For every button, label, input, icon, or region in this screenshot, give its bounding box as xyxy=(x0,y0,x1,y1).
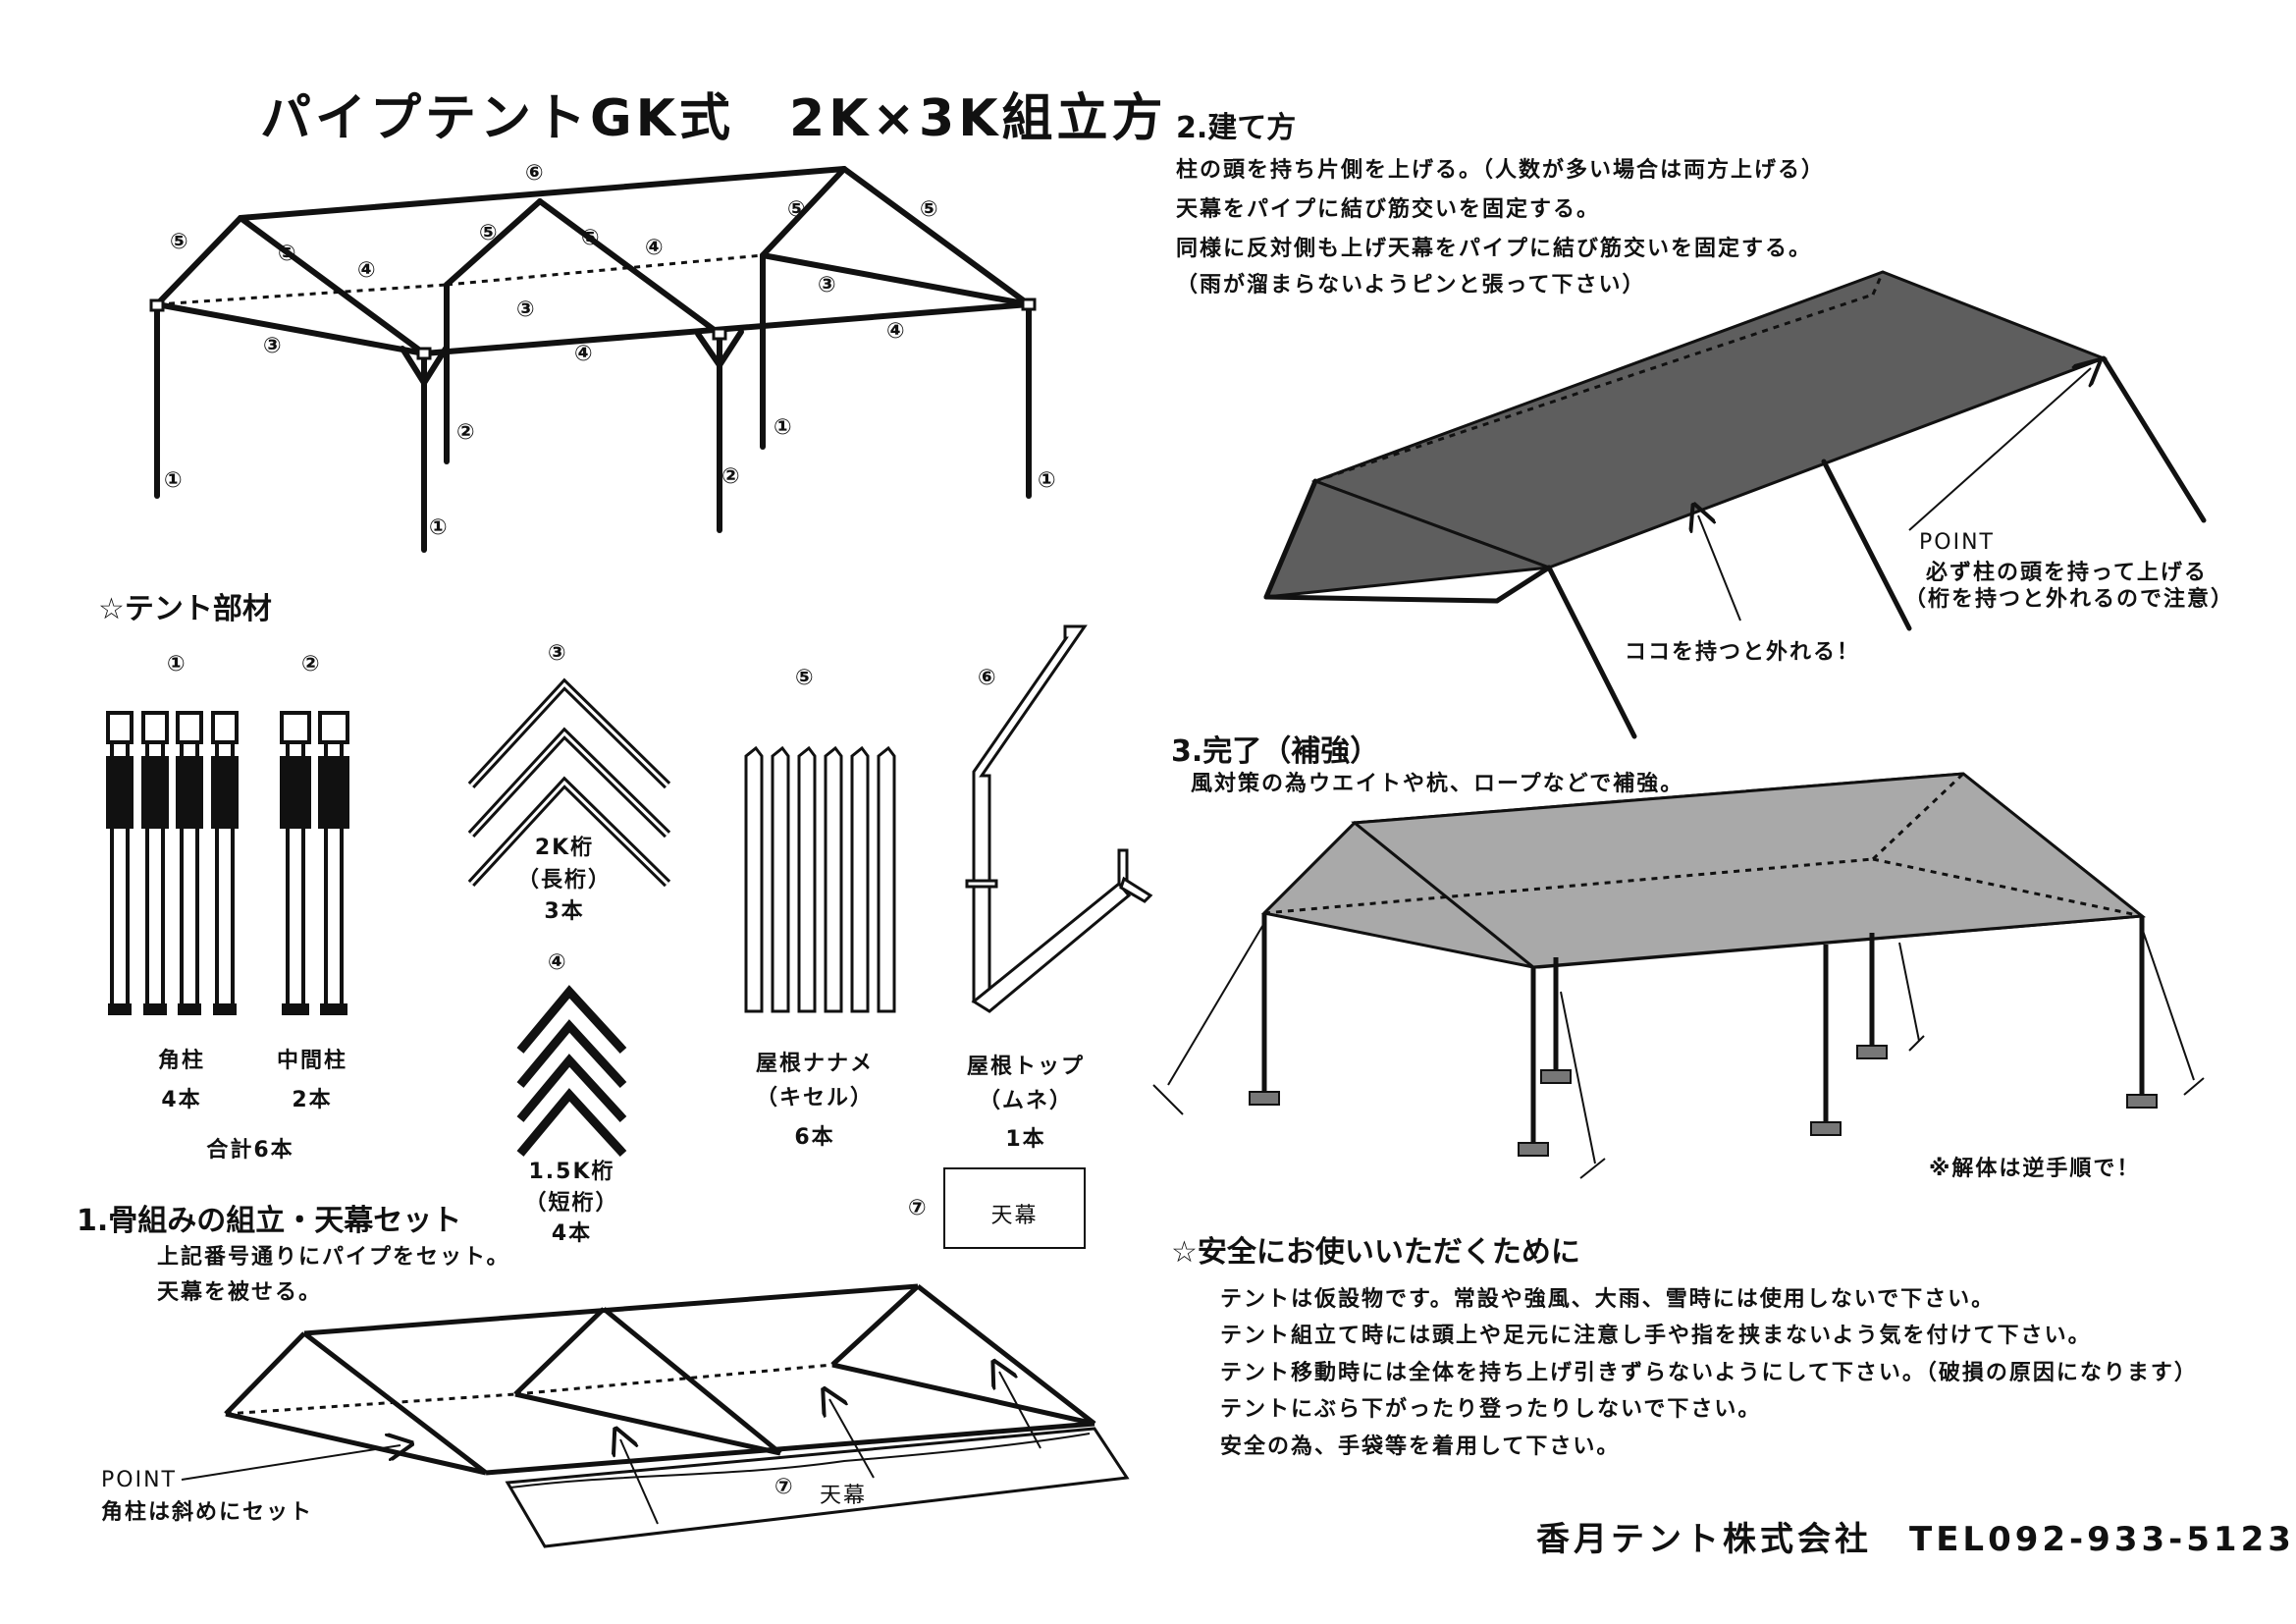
parts-heading: ☆テント部材 xyxy=(98,592,272,626)
part4-number: ④ xyxy=(548,950,566,975)
step2-point: POINT xyxy=(1919,530,1995,555)
part3-number: ③ xyxy=(548,641,566,666)
label-n2: ② xyxy=(721,464,740,489)
safety-line: テントにぶら下がったり登ったりしないで下さい。 xyxy=(1220,1397,1762,1422)
step2-line4: （雨が溜まらないようピンと張って下さい） xyxy=(1176,273,1646,298)
part2-count: 2本 xyxy=(292,1088,333,1112)
part1-number: ① xyxy=(167,652,186,677)
part6-name: 屋根トップ xyxy=(966,1055,1085,1079)
safety-line: テント組立て時には頭上や足元に注意し手や指を挟まないよう気を付けて下さい。 xyxy=(1220,1324,2092,1348)
step2-diagram xyxy=(1263,270,2207,739)
part1-count: 4本 xyxy=(161,1088,202,1112)
safety-line: テントは仮設物です。常設や強風、大雨、雪時には使用しないで下さい。 xyxy=(1220,1287,1996,1312)
label-n1: ① xyxy=(164,468,183,493)
ridge-top xyxy=(965,624,1153,1013)
safety-line: テント移動時には全体を持ち上げ引きずらないようにして下さい。（破損の原因になりま… xyxy=(1220,1361,2198,1385)
label-n5: ⑤ xyxy=(278,242,296,266)
part2-name: 中間柱 xyxy=(276,1049,347,1073)
part5-count: 6本 xyxy=(794,1125,835,1150)
label-n1: ① xyxy=(1038,468,1056,493)
part4-name: 1.5K桁 xyxy=(528,1160,615,1184)
step1-diagram xyxy=(181,1283,1130,1548)
safety-heading: ☆安全にお使いいただくために xyxy=(1171,1235,1580,1270)
label-n5: ⑤ xyxy=(787,197,806,222)
page-title: パイプテントGK式 2K×3K組立方 xyxy=(260,89,1167,148)
part4-count: 4本 xyxy=(551,1221,593,1246)
short-beams xyxy=(516,985,627,1158)
part5-sub: （キセル） xyxy=(755,1086,874,1110)
part4-sub: （短桁） xyxy=(524,1191,619,1216)
label-n5: ⑤ xyxy=(479,221,498,245)
part1-name: 角柱 xyxy=(157,1049,205,1073)
label-n4: ④ xyxy=(886,319,905,344)
step2-heading: 2.建て方 xyxy=(1176,111,1297,145)
label-n3: ③ xyxy=(818,273,836,298)
company-contact: 香月テント株式会社 TEL092-933-5123 xyxy=(1536,1520,2295,1559)
step3-note: ※解体は逆手順で！ xyxy=(1929,1157,2141,1181)
part6-number: ⑥ xyxy=(978,666,996,690)
label-n4: ④ xyxy=(357,258,376,283)
step2-line1: 柱の頭を持ち片側を上げる。（人数が多い場合は両方上げる） xyxy=(1176,158,1826,183)
part3-sub: （長桁） xyxy=(516,868,612,893)
step3-line1: 風対策の為ウエイトや杭、ロープなどで補強。 xyxy=(1191,772,1684,796)
label-n1: ① xyxy=(429,515,448,540)
part6-count: 1本 xyxy=(1005,1127,1046,1152)
step1-point-note: 角柱は斜めにセット xyxy=(101,1500,314,1525)
part5-name: 屋根ナナメ xyxy=(755,1052,874,1076)
step1-line1: 上記番号通りにパイプをセット。 xyxy=(157,1245,510,1270)
label-n5: ⑤ xyxy=(920,197,938,222)
step1-heading: 1.骨組みの組立・天幕セット xyxy=(77,1204,462,1238)
step2-line2: 天幕をパイプに結び筋交いを固定する。 xyxy=(1176,197,1601,222)
step1-canopy-number: ⑦ xyxy=(774,1475,793,1499)
step2-point1: 必ず柱の頭を持って上げる xyxy=(1926,561,2208,585)
step2-warning: ココを持つと外れる！ xyxy=(1625,640,1861,665)
part6-sub: （ムネ） xyxy=(978,1089,1073,1113)
step1-canopy-label: 天幕 xyxy=(820,1484,868,1508)
middle-posts xyxy=(280,711,349,1015)
part7-number: ⑦ xyxy=(908,1196,927,1220)
label-n2: ② xyxy=(456,420,475,445)
canopy-part-box xyxy=(943,1167,1086,1249)
posts-total: 合計6本 xyxy=(206,1138,294,1163)
part5-number: ⑤ xyxy=(795,666,814,690)
corner-posts xyxy=(106,711,239,1015)
safety-line: 安全の為、手袋等を着用して下さい。 xyxy=(1220,1435,1621,1459)
step1-line2: 天幕を被せる。 xyxy=(157,1280,323,1305)
label-n6: ⑥ xyxy=(525,161,544,186)
step2-point2: （桁を持つと外れるので注意） xyxy=(1904,587,2235,612)
label-n5: ⑤ xyxy=(581,226,600,250)
step2-line3: 同様に反対側も上げ天幕をパイプに結び筋交いを固定する。 xyxy=(1176,237,1813,261)
part7-name: 天幕 xyxy=(990,1204,1039,1228)
part3-name: 2K桁 xyxy=(534,836,595,860)
label-n3: ③ xyxy=(263,334,282,358)
part3-count: 3本 xyxy=(544,899,585,924)
label-n5: ⑤ xyxy=(170,230,188,254)
step1-point: POINT xyxy=(101,1468,177,1492)
label-n4: ④ xyxy=(574,342,593,366)
label-n3: ③ xyxy=(516,298,535,322)
step3-heading: 3.完了（補強） xyxy=(1171,734,1380,769)
part2-number: ② xyxy=(301,652,320,677)
frame-diagram xyxy=(154,166,1032,553)
label-n4: ④ xyxy=(645,236,664,260)
roof-diagonals xyxy=(744,745,896,1013)
label-n1: ① xyxy=(774,415,792,440)
step3-diagram xyxy=(1152,772,2205,1179)
